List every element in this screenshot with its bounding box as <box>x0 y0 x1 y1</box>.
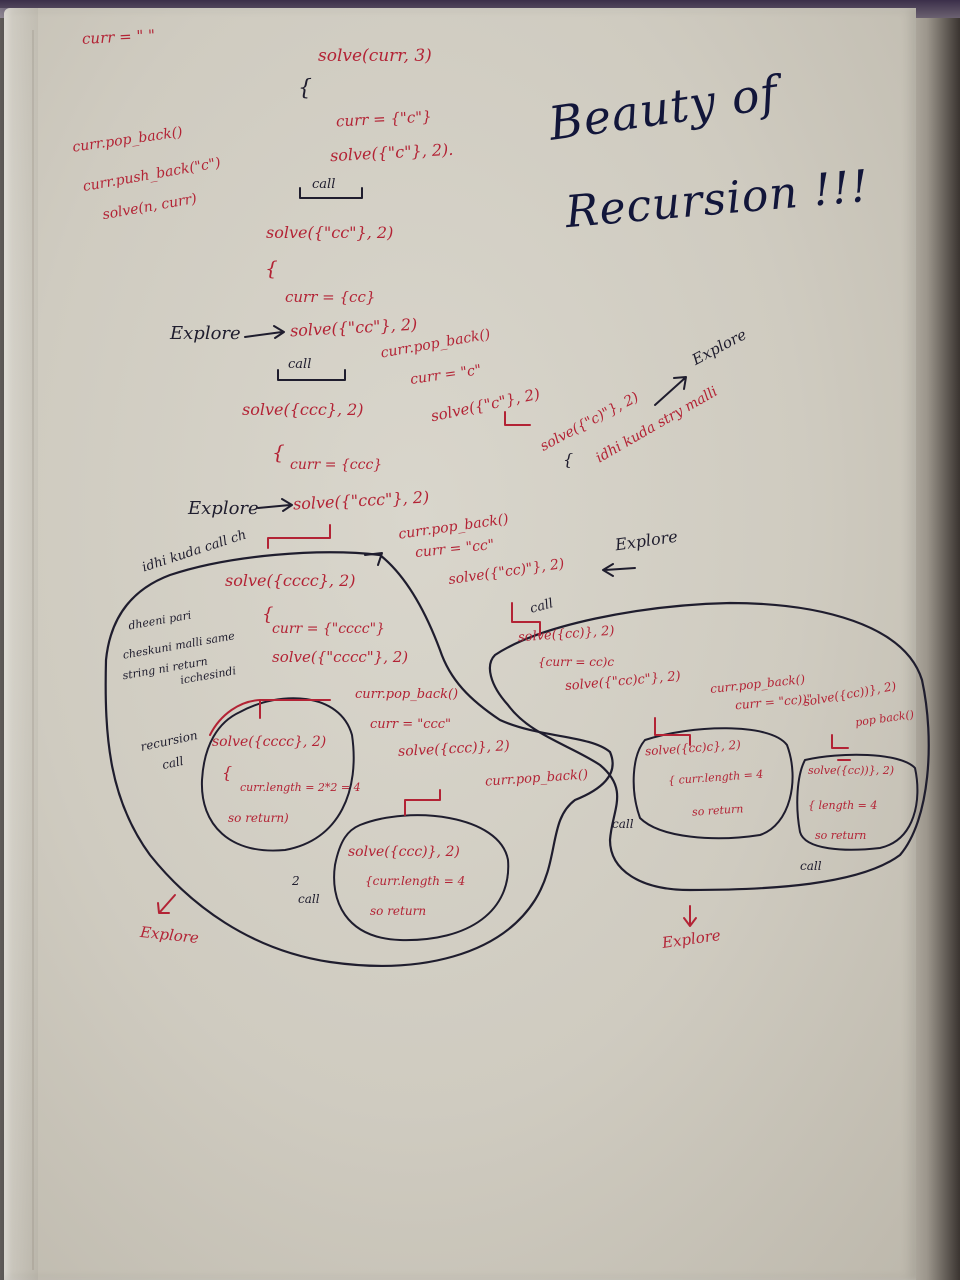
arrow-explore-2 <box>257 498 293 512</box>
trace-1: solve(curr, 3) <box>318 46 432 66</box>
right-inner2-return: so return <box>815 829 867 842</box>
call-bracket-1 <box>299 187 363 199</box>
right-inner1-return: so return <box>691 802 744 819</box>
arrow-explore-4 <box>602 563 636 577</box>
trace-5-call: call <box>312 177 336 192</box>
call-bracket-5 <box>504 411 531 426</box>
inner-loop-3 <box>632 727 794 840</box>
inner-loop-2 <box>333 814 510 942</box>
arrow-explore-1 <box>244 325 285 339</box>
trace-16: { <box>272 440 285 464</box>
arrow-pop <box>831 734 851 761</box>
blob-left-5: curr.pop_back() <box>355 687 459 702</box>
trace-7: { <box>265 256 278 280</box>
trace-15: solve({ccc}, 2) <box>242 400 364 419</box>
trace-17: curr = {ccc} <box>290 457 383 473</box>
inner-loop-4 <box>796 753 919 851</box>
call-bracket-7 <box>404 789 441 816</box>
call-bracket-3 <box>267 524 331 549</box>
inner-loop-1 <box>200 697 355 852</box>
trace-6: solve({"cc"}, 2) <box>266 223 394 242</box>
trace-11-call: call <box>288 357 312 372</box>
arrow-down-right <box>683 905 697 927</box>
right-call-a: call <box>612 817 634 831</box>
trace-9-explore: Explore <box>170 323 241 344</box>
inner1-return: so return) <box>228 811 289 825</box>
arrow-recursion <box>209 699 263 736</box>
call-2-num: 2 <box>292 874 300 888</box>
inner2-solve: solve({ccc)}, 2) <box>348 844 460 860</box>
call-bracket-2 <box>277 369 346 381</box>
blob-left-3: curr = {"cccc"} <box>272 621 385 637</box>
blob-left-4: solve({"cccc"}, 2) <box>272 648 409 666</box>
call-2-label: call <box>298 892 320 906</box>
inner1-length: curr.length = 2*2 = 4 <box>240 781 361 794</box>
trace-18-explore: Explore <box>188 498 259 519</box>
inner1-brace: { <box>222 763 233 782</box>
arrow-explore-3 <box>654 376 687 406</box>
left-blob-outline <box>104 551 614 967</box>
right-blob-outline <box>488 601 930 892</box>
blob-left-2: { <box>262 604 274 625</box>
inner2-length: {curr.length = 4 <box>365 874 466 888</box>
page-fold <box>32 30 34 1270</box>
page-edge <box>0 8 38 1280</box>
call-bracket-4 <box>511 602 541 636</box>
blob-left-6: curr = "ccc" <box>370 717 452 732</box>
inner1-solve: solve({cccc}, 2) <box>212 734 327 750</box>
blob-left-1: solve({cccc}, 2) <box>225 571 356 590</box>
arrow-top-left <box>364 552 383 566</box>
notebook-page <box>4 8 916 1280</box>
right-inner2-solve: solve({cc))}, 2) <box>808 764 894 777</box>
arrow-down-left <box>157 894 176 914</box>
note-curr-init: curr = " " <box>81 26 156 48</box>
trace-2: { <box>298 76 312 101</box>
inner2-return: so return <box>370 904 427 918</box>
call-bracket-6 <box>654 717 691 746</box>
trace-22: { <box>563 450 574 469</box>
blob-right-2: {curr = cc)c <box>538 655 615 669</box>
right-call-b: call <box>800 859 822 873</box>
right-inner2-length: { length = 4 <box>808 799 878 812</box>
trace-8: curr = {cc} <box>285 288 376 306</box>
